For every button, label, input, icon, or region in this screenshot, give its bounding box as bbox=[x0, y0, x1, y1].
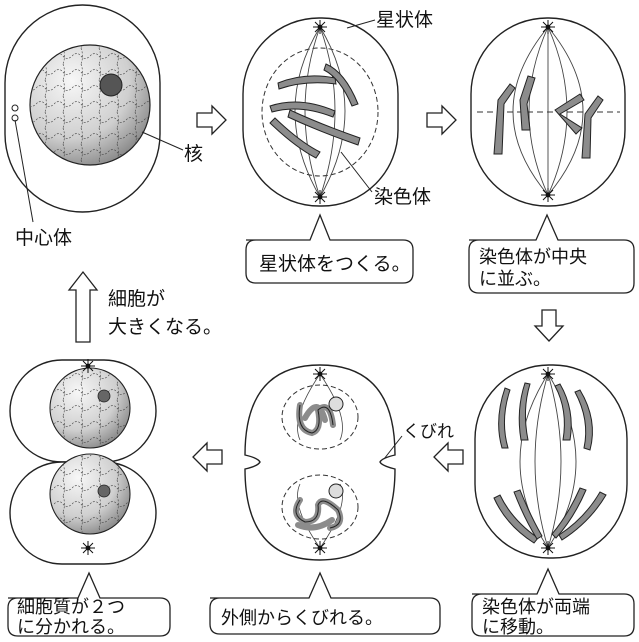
caption-4-line1: 染色体が両端 bbox=[482, 597, 590, 618]
cell-6-daughter-cells bbox=[10, 359, 156, 564]
label-chromosome: 染色体 bbox=[374, 186, 431, 208]
chromatin-net bbox=[51, 455, 129, 533]
caption-5: 外側からくびれる。 bbox=[221, 608, 383, 629]
star-burst-icon bbox=[81, 541, 95, 555]
caption-6-line2: に分かれる。 bbox=[17, 617, 125, 638]
nucleolus bbox=[100, 74, 122, 96]
cell-membrane bbox=[475, 365, 627, 558]
label-grow-line2: 大きくなる。 bbox=[108, 316, 222, 338]
cell-3-metaphase bbox=[471, 18, 625, 206]
nucleolus bbox=[98, 485, 110, 497]
label-nucleus: 核 bbox=[184, 143, 203, 165]
star-burst-icon bbox=[313, 20, 327, 34]
hollow-arrow-icon bbox=[193, 443, 222, 471]
caption-2: 星状体をつくる。 bbox=[259, 253, 411, 275]
star-burst-icon bbox=[541, 188, 555, 202]
label-constriction: くびれ bbox=[403, 422, 454, 442]
hollow-arrow-icon bbox=[197, 106, 226, 134]
nucleolus bbox=[98, 390, 110, 402]
cell-1-interphase: 核 中心体 bbox=[5, 5, 203, 249]
hollow-arrow-icon bbox=[434, 443, 463, 471]
cell-4-anaphase bbox=[475, 365, 627, 558]
nucleolus bbox=[329, 397, 343, 411]
star-burst-icon bbox=[541, 541, 555, 555]
star-burst-icon bbox=[313, 541, 327, 555]
caption-4-line2: に移動。 bbox=[482, 617, 554, 638]
star-burst-icon bbox=[81, 359, 95, 373]
caption-6-line1: 細胞質が２つ bbox=[17, 597, 125, 618]
hollow-arrow-icon bbox=[535, 310, 563, 341]
hollow-arrow-icon bbox=[69, 272, 97, 342]
nucleolus bbox=[329, 484, 343, 498]
label-aster: 星状体 bbox=[376, 9, 433, 31]
cell-membrane bbox=[245, 365, 395, 560]
caption-3-line1: 染色体が中央 bbox=[479, 247, 587, 268]
chromatin-net bbox=[51, 369, 129, 447]
cell-2-prophase: 星状体 染色体 bbox=[243, 9, 433, 208]
label-grow-line1: 細胞が bbox=[108, 288, 165, 310]
hollow-arrow-icon bbox=[427, 106, 456, 134]
star-burst-icon bbox=[313, 367, 327, 381]
star-burst-icon bbox=[541, 367, 555, 381]
star-burst-icon bbox=[313, 190, 327, 204]
label-centrosome: 中心体 bbox=[15, 227, 72, 249]
caption-3-line2: に並ぶ。 bbox=[479, 269, 551, 290]
chromatin-net bbox=[31, 46, 149, 164]
star-burst-icon bbox=[541, 20, 555, 34]
cell-5-telophase: くびれ bbox=[245, 365, 454, 560]
